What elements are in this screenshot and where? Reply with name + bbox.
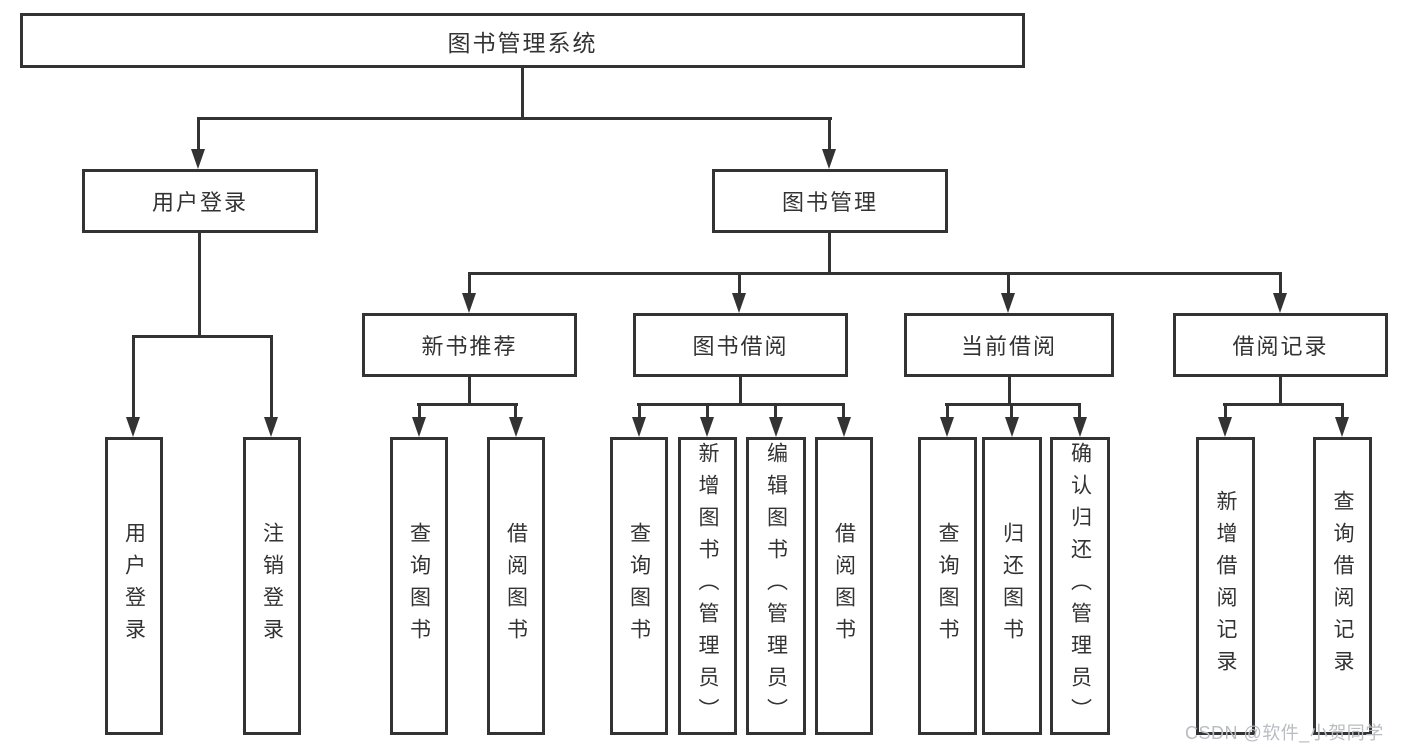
node-label: 图书借阅 [692,334,789,359]
arrowhead-icon [1273,293,1287,313]
connector-drop [706,403,709,421]
node-library-system: 图书管理系统 [20,13,1025,68]
connector-drop [132,335,135,420]
connector-drop [1010,403,1013,421]
arrowhead-icon [191,149,205,169]
arrowhead-icon [1005,417,1019,437]
arrowhead-icon [837,417,851,437]
node-current-borrowing: 当前借阅 [904,313,1114,377]
connector-bookmgmt-stem [828,232,831,275]
leaf-label: 编辑图书（管理员） [764,442,788,730]
connector-bookmgmt-branch [468,272,1282,275]
connector-drop [1279,272,1282,296]
node-label: 图书管理系统 [447,29,598,56]
connector-drop [418,403,421,421]
arrowhead-icon [940,417,954,437]
leaf-borrow-books-borrowing: 借阅图书 [815,437,873,735]
leaf-label: 查询图书 [407,522,431,650]
leaf-query-books-current: 查询图书 [918,437,977,735]
connector-drop [946,403,949,421]
node-new-book-recommend: 新书推荐 [362,313,577,377]
csdn-watermark: CSDN @软件_小贺同学 [1185,723,1384,743]
connector-drop [1224,403,1227,421]
leaf-confirm-return-admin: 确认归还（管理员） [1050,437,1110,735]
node-book-management: 图书管理 [712,169,948,233]
leaf-return-book: 归还图书 [982,437,1042,735]
connector-userlogin-branch [132,335,273,338]
node-label: 当前借阅 [960,334,1057,359]
leaf-label: 借阅图书 [832,522,856,650]
node-label: 用户登录 [151,190,248,215]
leaf-logout: 注销登录 [243,437,301,735]
leaf-label: 借阅图书 [504,522,528,650]
arrowhead-icon [462,293,476,313]
connector-drop [197,117,200,152]
arrowhead-icon [632,417,646,437]
connector-branch [417,403,518,406]
connector-root-stem [521,68,524,120]
connector-drop [270,335,273,420]
node-label: 图书管理 [781,190,878,215]
connector-branch [945,403,1081,406]
leaf-add-book-admin: 新增图书（管理员） [678,437,737,735]
arrowhead-icon [1073,417,1087,437]
node-label: 新书推荐 [421,334,518,359]
node-book-borrowing: 图书借阅 [633,313,848,377]
leaf-query-books-recommend: 查询图书 [390,437,448,735]
arrowhead-icon [822,149,836,169]
leaf-add-borrow-record: 新增借阅记录 [1196,437,1255,735]
connector-drop [468,272,471,296]
connector-branch [1223,403,1344,406]
node-user-login: 用户登录 [82,169,318,233]
connector-drop [1341,403,1344,421]
arrowhead-icon [126,417,140,437]
leaf-label: 确认归还（管理员） [1068,442,1092,730]
connector-stem [1279,376,1282,406]
arrowhead-icon [732,293,746,313]
connector-drop [638,403,641,421]
leaf-query-books-borrowing: 查询图书 [610,437,668,735]
connector-branch [637,403,845,406]
connector-drop [774,403,777,421]
connector-userlogin-stem [198,232,201,338]
arrowhead-icon [700,417,714,437]
leaf-label: 归还图书 [1000,522,1024,650]
leaf-query-borrow-record: 查询借阅记录 [1313,437,1372,735]
arrowhead-icon [1218,417,1232,437]
leaf-label: 新增图书（管理员） [696,442,719,730]
arrowhead-icon [1001,293,1015,313]
arrowhead-icon [509,417,523,437]
leaf-label: 查询图书 [936,522,959,650]
connector-drop [1007,272,1010,296]
connector-drop [828,117,831,152]
connector-drop [738,272,741,296]
connector-stem [739,376,742,406]
arrowhead-icon [264,417,278,437]
leaf-label: 用户登录 [122,522,146,650]
arrowhead-icon [412,417,426,437]
leaf-label: 注销登录 [260,522,284,650]
connector-drop [1078,403,1081,421]
leaf-edit-book-admin: 编辑图书（管理员） [746,437,806,735]
leaf-borrow-books-recommend: 借阅图书 [487,437,545,735]
connector-drop [842,403,845,421]
connector-stem [1008,376,1011,406]
arrowhead-icon [769,417,783,437]
connector-drop [514,403,517,421]
leaf-label: 查询借阅记录 [1331,490,1354,682]
connector-root-branch [197,117,832,120]
connector-stem [468,376,471,406]
leaf-label: 查询图书 [627,522,651,650]
arrowhead-icon [1335,417,1349,437]
leaf-label: 新增借阅记录 [1214,490,1237,682]
leaf-user-login: 用户登录 [105,437,163,735]
node-label: 借阅记录 [1232,334,1329,359]
node-borrowing-records: 借阅记录 [1173,313,1388,377]
